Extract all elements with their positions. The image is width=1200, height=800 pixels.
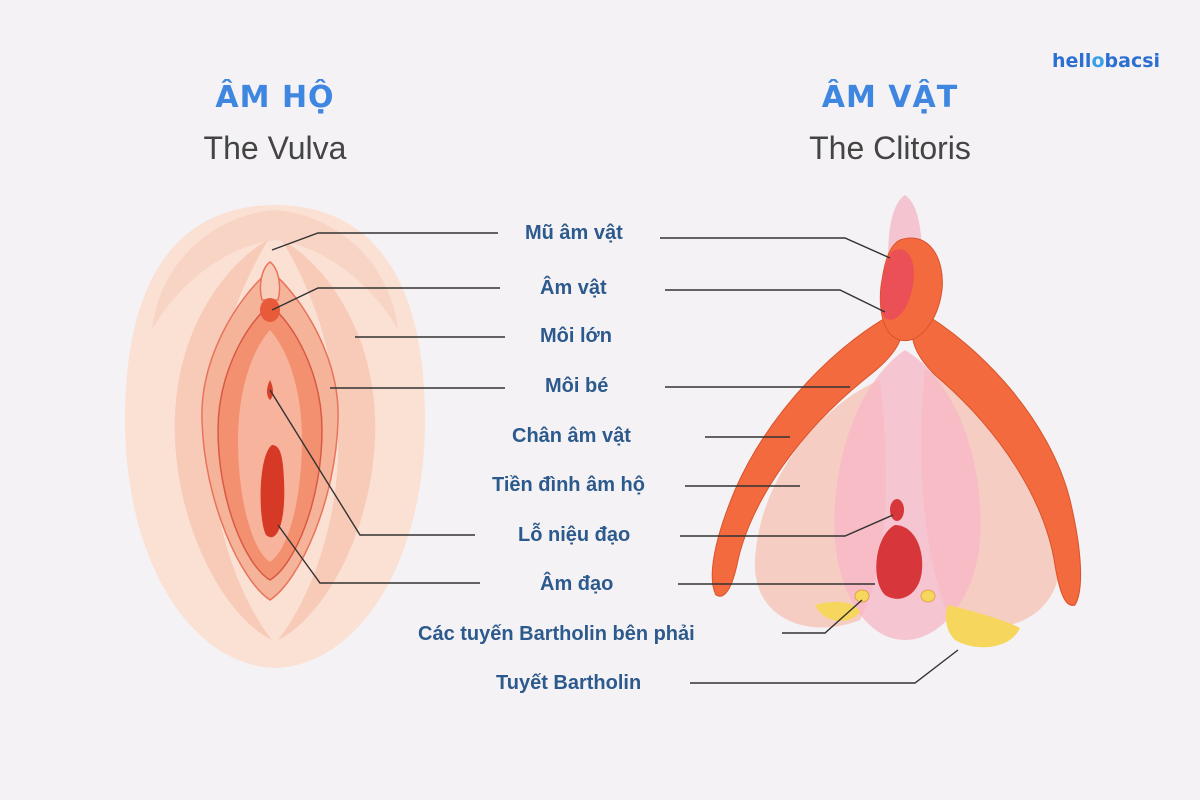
hellobacsi-logo: hellobacsi (1052, 50, 1160, 72)
vaginal-opening (260, 445, 285, 538)
vulva-illustration (125, 205, 425, 668)
logo-text: hellobacsi (1052, 50, 1161, 72)
label-tuyet-bartholin: Tuyết Bartholin (496, 672, 642, 694)
crus-left (711, 309, 904, 597)
label-am-dao: Âm đạo (540, 573, 614, 595)
vulva-title-vn: ÂM HỘ (215, 80, 335, 115)
label-moi-lon: Môi lớn (540, 325, 612, 347)
label-cac-tuyen-bartholin-ben-phai: Các tuyến Bartholin bên phải (418, 623, 695, 645)
leader-am-vat-left (271, 287, 500, 311)
bartholin-small-right (920, 589, 936, 603)
clitoris-glans (260, 298, 280, 322)
label-am-vat: Âm vật (540, 277, 607, 299)
urethra-right (890, 499, 904, 521)
crus-right (911, 309, 1082, 606)
vestibule-shape (834, 350, 981, 640)
leader-lo-nieu-dao-left (269, 389, 475, 536)
clitoris-title-vn: ÂM VẬT (821, 80, 959, 115)
labia-majora-right (278, 240, 376, 640)
clitoris-glans-shape (880, 249, 915, 320)
clitoris-title-en: The Clitoris (809, 130, 971, 166)
leader-mu-am-vat-left (271, 232, 498, 251)
vagina-opening-right (876, 525, 923, 599)
bartholin-small-left (854, 589, 870, 603)
vulva-title-en: The Vulva (203, 130, 347, 166)
bartholin-gland-right (945, 605, 1020, 648)
leader-am-vat-right (665, 289, 886, 313)
label-mu-am-vat: Mũ âm vật (525, 222, 623, 244)
label-lo-nieu-dao: Lỗ niệu đạo (518, 524, 631, 546)
mons-shading (152, 210, 398, 330)
label-tien-dinh-am-ho: Tiền đình âm hộ (492, 474, 645, 496)
leader-mu-am-vat-right (660, 237, 891, 259)
leader-bartholin-phai-right (782, 599, 863, 634)
label-chan-am-vat: Chân âm vật (512, 425, 631, 447)
logo-accent-letter: o (1091, 50, 1105, 72)
leader-lines (269, 232, 959, 684)
bartholin-gland-left (815, 601, 860, 622)
label-moi-be: Môi bé (545, 375, 609, 397)
leader-am-dao-left (277, 524, 480, 584)
clitoris-illustration (711, 195, 1082, 648)
labia-majora-left (174, 240, 272, 640)
vestibule (238, 330, 302, 562)
leader-lo-nieu-dao-right (680, 514, 894, 537)
leader-tuyet-bartholin-right (690, 649, 959, 684)
